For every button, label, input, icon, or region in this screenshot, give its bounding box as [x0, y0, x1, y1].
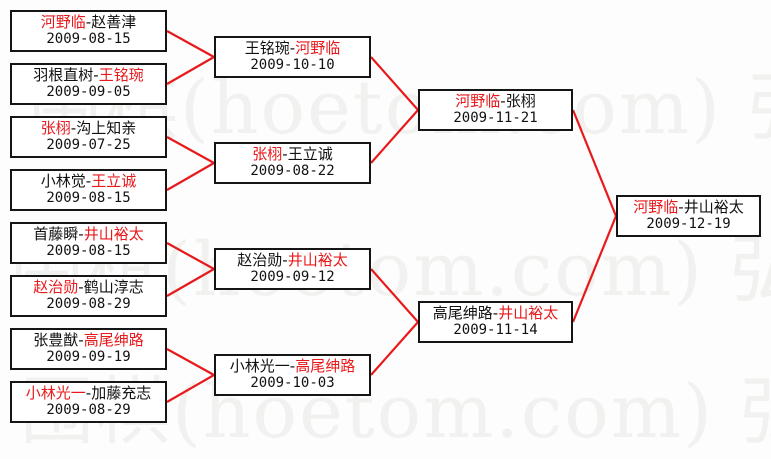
match-date: 2009-11-21 — [453, 110, 538, 127]
player-right: 赵善津 — [91, 13, 137, 32]
player-left: 首藤瞬 — [33, 225, 79, 244]
player-right: 高尾绅路 — [83, 331, 144, 350]
player-left: 河野临 — [40, 13, 86, 32]
match-players: 张栩-沟上知亲 — [40, 119, 137, 138]
player-left: 小林光一 — [25, 384, 86, 403]
match-date: 2009-08-22 — [250, 163, 335, 180]
player-separator: - — [282, 251, 288, 270]
match-date: 2009-10-10 — [250, 57, 335, 74]
player-separator: - — [85, 172, 92, 191]
player-right: 沟上知亲 — [76, 119, 137, 138]
player-left: 小林觉 — [40, 172, 86, 191]
player-separator: - — [289, 39, 296, 58]
match-players: 小林觉-王立诚 — [40, 172, 137, 191]
player-separator: - — [70, 119, 77, 138]
match-date: 2009-09-05 — [46, 84, 131, 101]
player-separator: - — [85, 384, 92, 403]
player-left: 河野临 — [633, 198, 679, 217]
player-right: 鹤山淳志 — [83, 278, 144, 297]
player-right: 井山裕太 — [83, 225, 144, 244]
player-left: 赵治勋 — [237, 251, 283, 270]
match-date: 2009-08-15 — [46, 243, 131, 260]
match-players: 王铭琬-河野临 — [244, 39, 341, 58]
player-right: 王立诚 — [91, 172, 137, 191]
player-separator: - — [678, 198, 684, 217]
match-players: 高尾绅路-井山裕太 — [432, 304, 559, 323]
player-right: 高尾绅路 — [295, 357, 356, 376]
player-left: 高尾绅路 — [432, 304, 493, 323]
player-separator: - — [282, 145, 288, 164]
match-players: 赵治勋-井山裕太 — [237, 251, 348, 270]
match-date: 2009-09-19 — [46, 349, 131, 366]
player-left: 小林光一 — [229, 357, 290, 376]
match-date: 2009-07-25 — [46, 137, 131, 154]
match-players: 首藤瞬-井山裕太 — [33, 225, 144, 244]
player-left: 张豊猷 — [33, 331, 79, 350]
match-players: 赵治勋-鹤山淳志 — [33, 278, 144, 297]
match-date: 2009-09-12 — [250, 269, 335, 286]
player-right: 王立诚 — [287, 145, 333, 164]
player-left: 羽根直树 — [33, 66, 94, 85]
match-players: 张栩-王立诚 — [252, 145, 333, 164]
tournament-bracket: 围棋(hoetom.com) 弘通 围棋(hoetom.com) 弘通 围棋(h… — [10, 10, 771, 455]
match-players: 羽根直树-王铭琬 — [33, 66, 144, 85]
player-right: 张栩 — [505, 92, 536, 111]
player-left: 赵治勋 — [33, 278, 79, 297]
match-players: 张豊猷-高尾绅路 — [33, 331, 144, 350]
player-right: 井山裕太 — [683, 198, 744, 217]
player-separator: - — [78, 331, 84, 350]
player-right: 河野临 — [295, 39, 341, 58]
match-date: 2009-08-15 — [46, 190, 131, 207]
player-left: 河野临 — [455, 92, 501, 111]
match-date: 2009-11-14 — [453, 322, 538, 339]
player-separator: - — [93, 66, 99, 85]
player-separator: - — [289, 357, 296, 376]
player-right: 加藤充志 — [91, 384, 152, 403]
match-players: 河野临-张栩 — [455, 92, 536, 111]
player-right: 井山裕太 — [498, 304, 559, 323]
match-date: 2009-10-03 — [250, 375, 335, 392]
player-right: 王铭琬 — [98, 66, 144, 85]
match-date: 2009-08-29 — [46, 296, 131, 313]
player-left: 张栩 — [40, 119, 71, 138]
player-right: 井山裕太 — [287, 251, 348, 270]
match-date: 2009-12-19 — [646, 216, 731, 233]
player-separator: - — [492, 304, 499, 323]
player-separator: - — [85, 13, 92, 32]
player-left: 张栩 — [252, 145, 283, 164]
player-separator: - — [78, 225, 84, 244]
match-players: 小林光一-加藤充志 — [25, 384, 152, 403]
match-date: 2009-08-15 — [46, 31, 131, 48]
match-players: 河野临-赵善津 — [40, 13, 137, 32]
match-players: 河野临-井山裕太 — [633, 198, 744, 217]
player-left: 王铭琬 — [244, 39, 290, 58]
match-date: 2009-08-29 — [46, 402, 131, 419]
player-separator: - — [78, 278, 84, 297]
match-players: 小林光一-高尾绅路 — [229, 357, 356, 376]
player-separator: - — [500, 92, 506, 111]
